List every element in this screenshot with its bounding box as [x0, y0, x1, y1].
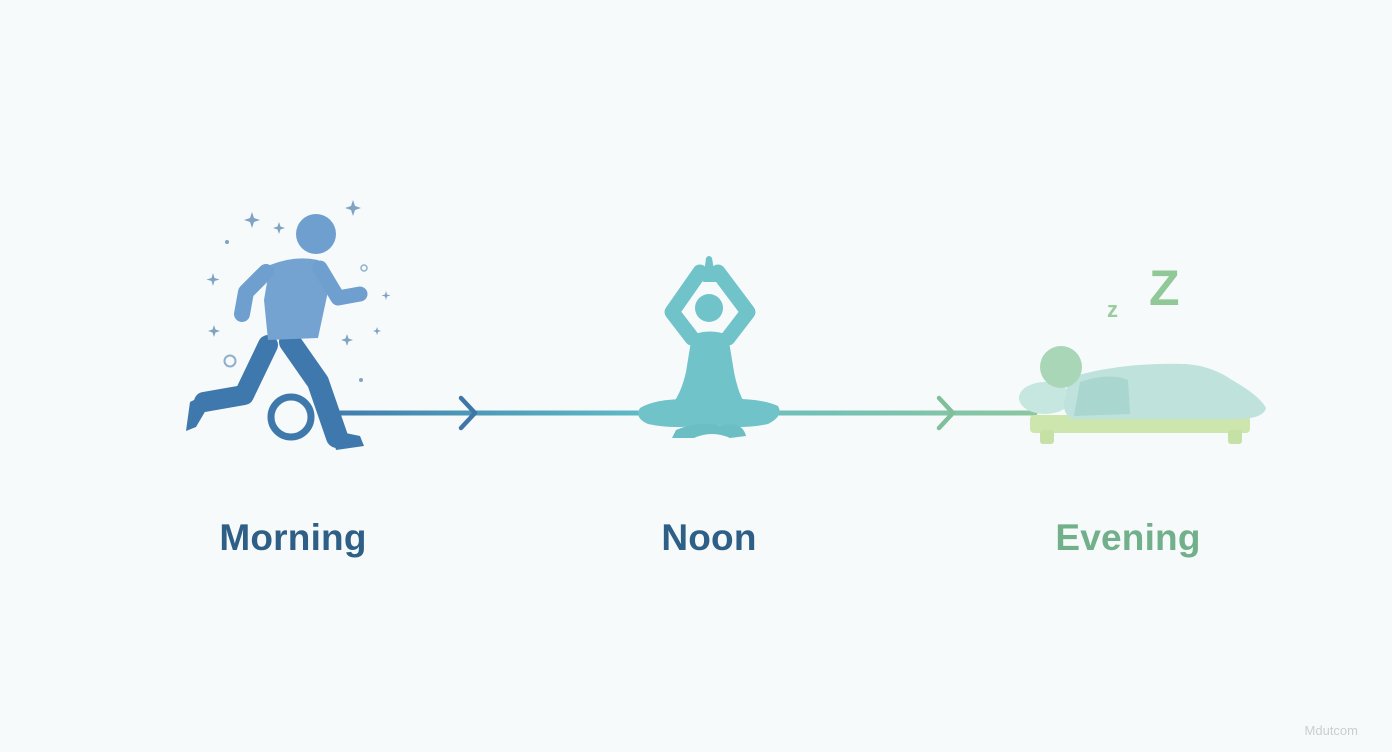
stage-label-noon: Noon	[661, 517, 757, 558]
sleep-symbol-small: z	[1107, 297, 1118, 322]
watermark-logo: Mdutcom	[1304, 723, 1358, 738]
stage-label-morning: Morning	[219, 517, 367, 558]
stage-label-evening: Evening	[1055, 517, 1201, 558]
sleep-symbol-large: Z	[1149, 260, 1180, 316]
arrow-2-icon	[936, 395, 956, 431]
running-person-icon	[186, 200, 391, 450]
sleeping-person-icon	[1019, 346, 1266, 444]
meditating-person-icon	[638, 256, 780, 438]
arrow-1-icon	[458, 395, 478, 431]
